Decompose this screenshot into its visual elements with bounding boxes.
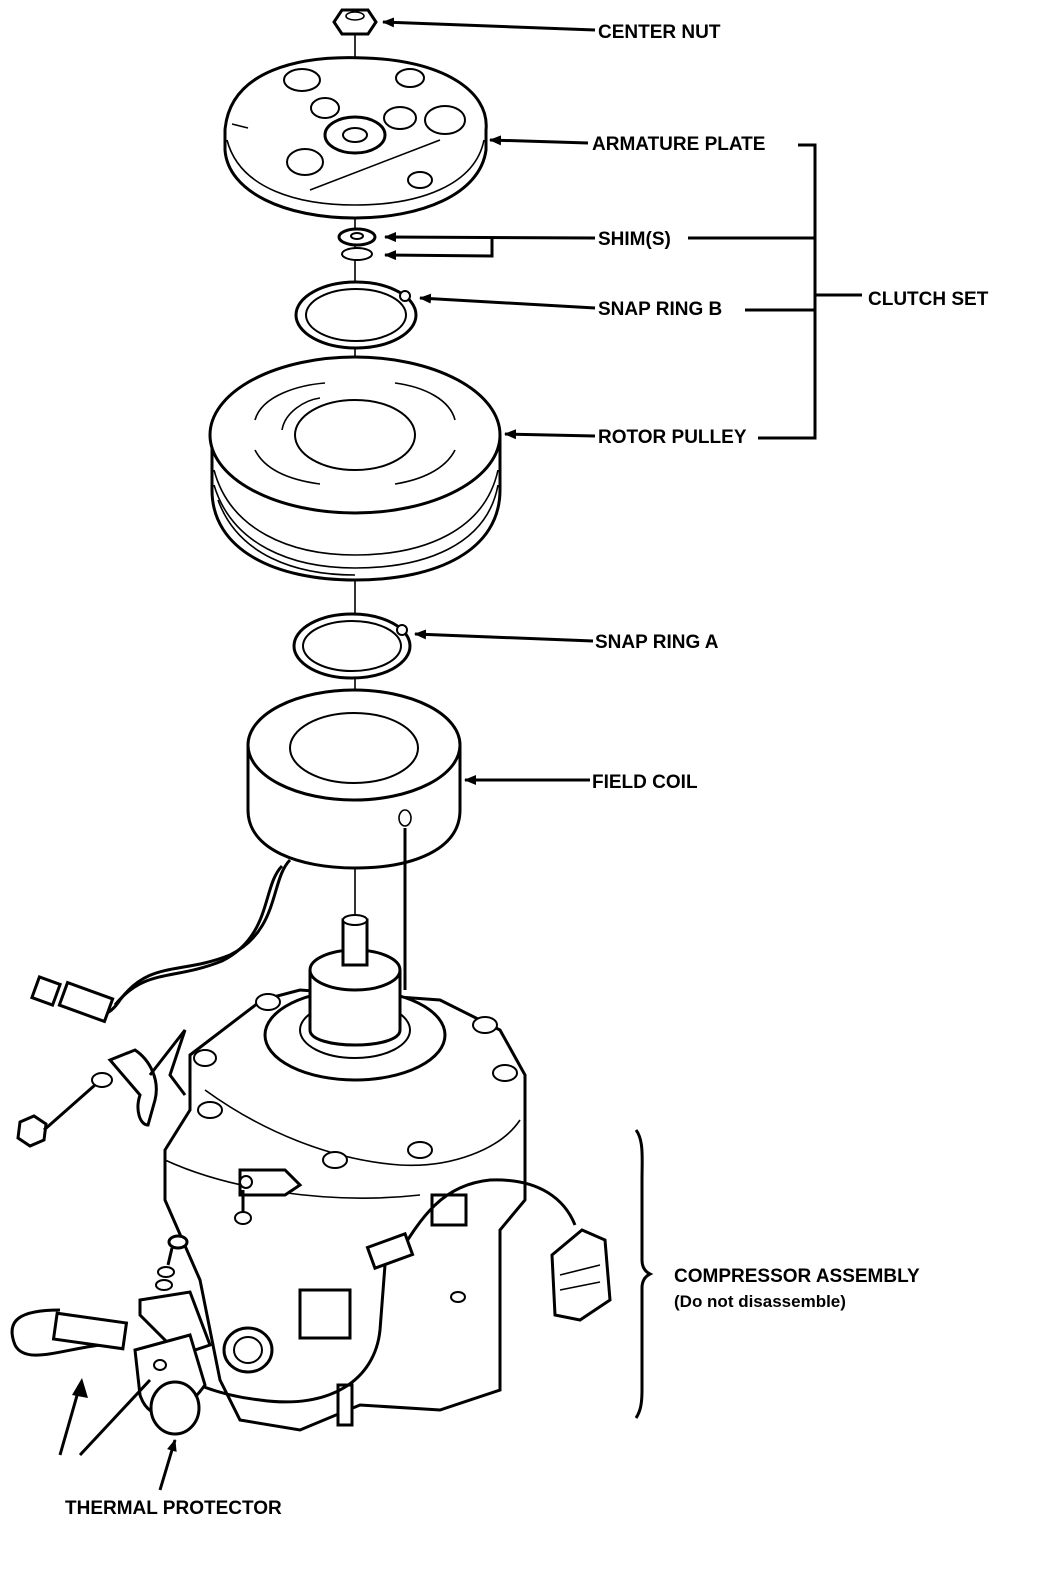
compressor-assembly-label: COMPRESSOR ASSEMBLY — [674, 1266, 920, 1287]
rotor-pulley-label: ROTOR PULLEY — [598, 427, 747, 448]
field-coil-part — [246, 688, 462, 990]
clutch-set-label: CLUTCH SET — [868, 289, 989, 310]
snap-ring-a-label: SNAP RING A — [595, 632, 719, 653]
field-coil-wire — [29, 858, 292, 1024]
ground-bracket-part — [16, 1029, 187, 1148]
thermal-protector-label: THERMAL PROTECTOR — [65, 1498, 282, 1519]
leader-lines — [382, 17, 862, 1419]
snap-ring-b-part — [294, 280, 418, 350]
rotor-pulley-part — [208, 355, 502, 582]
center-nut-label: CENTER NUT — [598, 22, 721, 43]
field-coil-label: FIELD COIL — [592, 772, 698, 793]
shims-label: SHIM(S) — [598, 229, 671, 250]
shim-part — [337, 227, 377, 261]
harness-connector-part — [169, 1178, 612, 1404]
armature-plate-part — [223, 56, 488, 220]
armature-plate-label: ARMATURE PLATE — [592, 134, 765, 155]
thermal-protector-part — [10, 1308, 207, 1436]
compressor-note-label: (Do not disassemble) — [674, 1292, 846, 1311]
center-nut-part — [332, 8, 378, 36]
compressor-body-part — [163, 914, 527, 1432]
snap-ring-a-part — [292, 612, 412, 680]
direction-arrows — [58, 1378, 177, 1491]
wire-clip-part — [234, 1168, 303, 1225]
snap-ring-b-label: SNAP RING B — [598, 299, 722, 320]
